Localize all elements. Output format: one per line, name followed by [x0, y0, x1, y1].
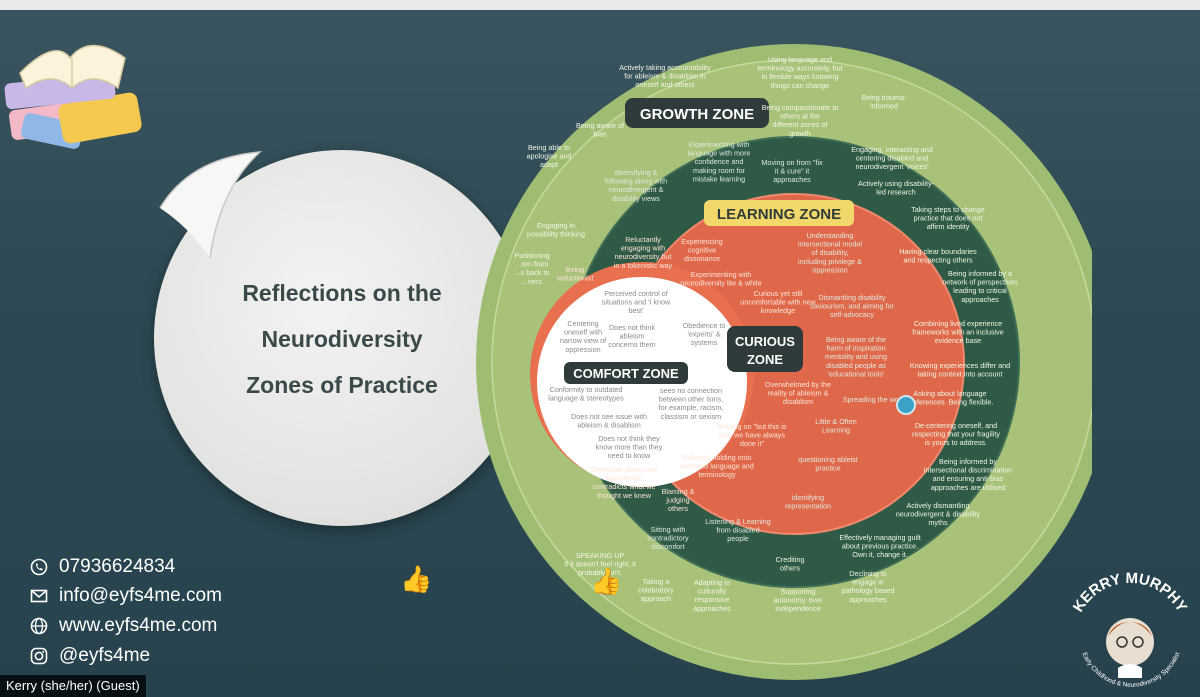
growth-zone-statement: Actively using disability-led research [858, 179, 935, 197]
learning-zone-title: LEARNING ZONE [717, 206, 841, 223]
top-strip [0, 0, 1200, 10]
learning-zone-title-bg [704, 200, 854, 226]
mail-icon [30, 589, 48, 603]
curious-zone-title-bg [727, 326, 803, 372]
website-url: www.eyfs4me.com [59, 615, 218, 636]
slide-title-line-1: Reflections on the [242, 280, 442, 306]
growth-zone-title-bg [625, 98, 769, 128]
curious-zone-title-1: CURIOUS [735, 334, 795, 349]
slide-title-line-3: Zones of Practice [246, 372, 438, 398]
phone-icon [30, 558, 48, 576]
page-curl-decoration [159, 151, 263, 259]
globe-icon [30, 617, 48, 635]
growth-zone-statement: Positioning...ren from...s back to...ner… [514, 251, 549, 286]
participant-name-tag: Kerry (she/her) (Guest) [0, 675, 146, 697]
email-address: info@eyfs4me.com [59, 585, 222, 606]
thumbs-up-icon: 👍 [400, 564, 433, 594]
social-handle: @eyfs4me [59, 645, 151, 666]
avatar-icon [1106, 618, 1154, 666]
badge-name: KERRY MURPHY [1070, 570, 1191, 615]
social-row: @eyfs4me [30, 644, 150, 668]
growth-zone-statement: Being trauma-informed [861, 93, 907, 111]
comfort-zone-statement: Obedience to'experts' &systems [683, 321, 726, 347]
instagram-icon [30, 647, 48, 665]
email-row: info@eyfs4me.com [30, 584, 222, 608]
phone-row: 07936624834 [30, 555, 175, 579]
website-row: www.eyfs4me.com [30, 614, 217, 638]
pointer-icon [896, 395, 916, 415]
growth-zone-title: GROWTH ZONE [640, 106, 754, 123]
thumbs-up-icon: 👍 [590, 566, 623, 596]
comfort-zone-title-bg [564, 362, 688, 384]
phone-number: 07936624834 [59, 556, 176, 577]
zones-diagram: GROWTH ZONE LEARNING ZONE CURIOUS ZONE C… [476, 44, 1092, 680]
comfort-zone-title: COMFORT ZONE [573, 366, 679, 381]
slide-title-line-2: Neurodiversity [261, 326, 423, 352]
learning-zone-statement: Spreading the word [843, 395, 905, 404]
curious-zone-title-2: ZONE [747, 352, 783, 367]
books-icon [4, 44, 142, 149]
presenter-badge: KERRY MURPHY Early Childhood & Neurodive… [1070, 570, 1191, 689]
